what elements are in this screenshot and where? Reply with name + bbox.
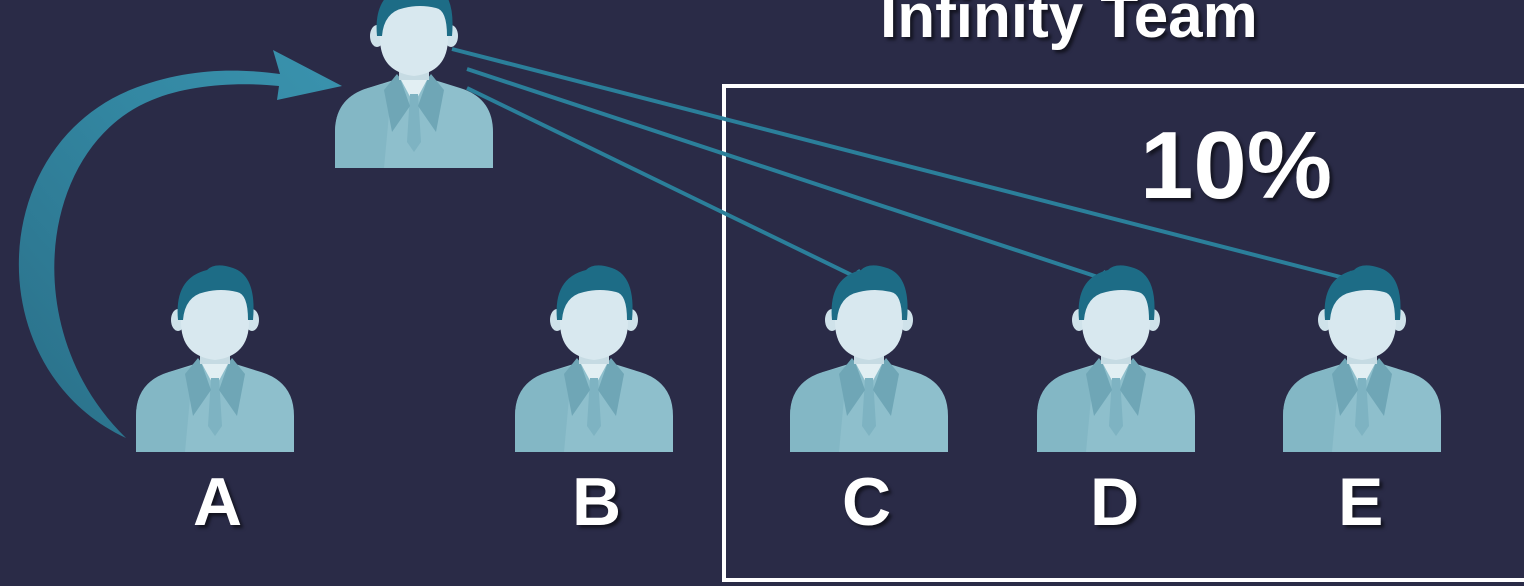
person-icon <box>1037 265 1195 452</box>
person-icon <box>1283 265 1441 452</box>
person-icon <box>515 265 673 452</box>
diagram-title: Infinity Team <box>880 0 1258 51</box>
person-label-a: A <box>193 464 243 540</box>
curved-arrow-icon <box>18 50 342 438</box>
percentage-label: 10% <box>1140 112 1333 219</box>
team-box <box>722 84 1524 582</box>
person-label-b: B <box>572 464 622 540</box>
person-label-c: C <box>842 464 892 540</box>
connector-arrow-icon <box>466 86 868 285</box>
person-icon <box>790 265 948 452</box>
person-icon <box>335 0 493 168</box>
person-icon <box>136 265 294 452</box>
person-label-d: D <box>1090 464 1140 540</box>
connector-arrow-icon <box>451 47 1362 288</box>
person-label-e: E <box>1338 464 1384 540</box>
connector-arrow-icon <box>466 67 1115 287</box>
